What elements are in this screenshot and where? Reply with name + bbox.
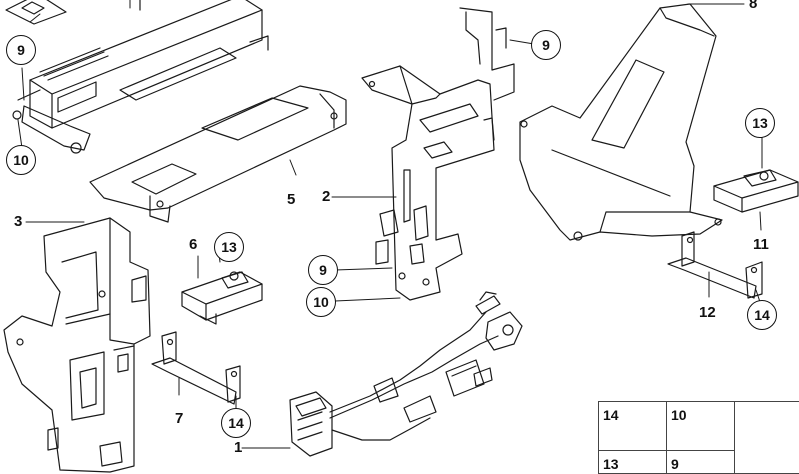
callout-9-top-left: 9	[6, 35, 36, 65]
mounting-plate-5	[89, 85, 347, 223]
bracket-3	[3, 217, 151, 473]
callout-9-mid: 9	[308, 255, 338, 285]
part-label-6: 6	[189, 236, 198, 253]
wiring-harness-1	[289, 291, 523, 457]
legend-number: 9	[671, 456, 679, 472]
part-label-1: 1	[234, 439, 243, 456]
part-label-5: 5	[287, 191, 296, 208]
callout-10-top-left: 10	[6, 145, 36, 175]
legend-number: 14	[603, 407, 619, 423]
part-label-12: 12	[699, 304, 716, 321]
part-label-11: 11	[753, 236, 769, 253]
fastener-legend: 14 10 13 9	[598, 401, 799, 474]
legend-cell-hex-nut: 9	[667, 451, 735, 474]
callout-13-right: 13	[745, 108, 775, 138]
leader-lines	[17, 0, 763, 449]
callout-14-bottom-left: 14	[221, 408, 251, 438]
part-label-8: 8	[749, 0, 758, 12]
bracket-2	[361, 7, 515, 301]
legend-number: 13	[603, 456, 619, 472]
bracket-7	[151, 331, 241, 405]
part-label-7: 7	[175, 410, 184, 427]
part-label-2: 2	[322, 188, 331, 205]
bracket-12	[667, 231, 763, 299]
legend-cell-empty	[735, 402, 799, 451]
part-label-3: 3	[14, 213, 23, 230]
callout-13-left: 13	[214, 232, 244, 262]
control-unit-module	[12, 0, 269, 154]
warning-triangle-icon	[5, 0, 67, 25]
bracket-8	[519, 3, 723, 241]
callout-10-mid: 10	[306, 287, 336, 317]
module-11	[713, 169, 799, 213]
legend-cell-arrow	[735, 451, 799, 474]
callout-14-right: 14	[747, 300, 777, 330]
legend-number: 10	[671, 407, 687, 423]
legend-cell-screw: 14	[599, 402, 667, 451]
legend-cell-clip-nut: 10	[667, 402, 735, 451]
callout-9-top-center: 9	[531, 30, 561, 60]
module-6	[181, 271, 263, 325]
legend-cell-plug: 13	[599, 451, 667, 474]
